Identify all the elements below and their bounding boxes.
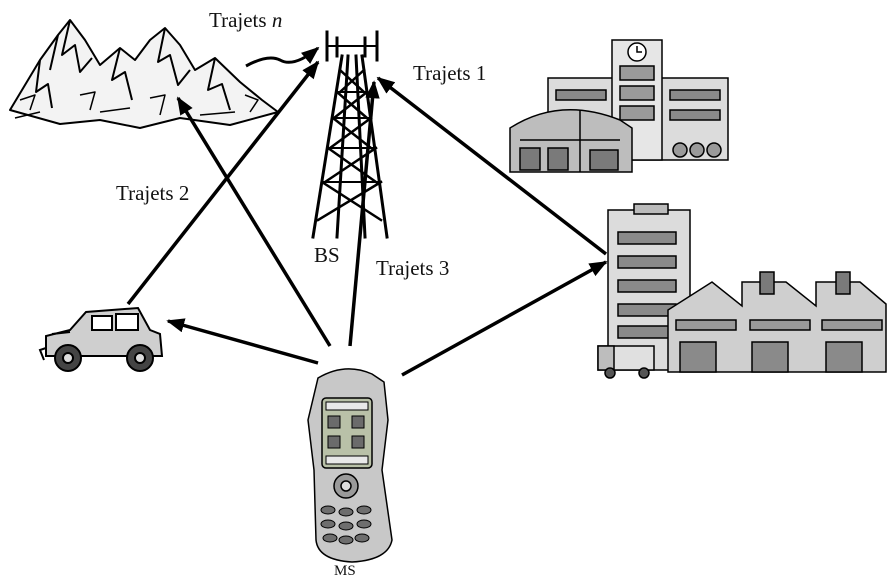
- mountains-illustration: [9, 19, 279, 129]
- path-arrow-ms-to-bs: [348, 80, 380, 347]
- path-arrow-ms-to-building: [401, 260, 608, 377]
- path-arrow-mountains-to-bs: [245, 46, 320, 68]
- base-station-tower-icon: [311, 30, 389, 239]
- propagation-paths: [126, 46, 608, 377]
- office-building-illustration: [509, 39, 729, 173]
- label-path-2: Trajets 2: [116, 181, 189, 205]
- label-bs: BS: [314, 243, 340, 267]
- factory-building-illustration: [597, 203, 887, 379]
- path-arrow-car-to-bs: [126, 60, 320, 306]
- mobile-phone-illustration: [307, 368, 393, 563]
- path-arrow-ms-to-car: [166, 318, 319, 365]
- path-arrow-ms-to-mountains: [176, 96, 332, 347]
- label-path-n: Trajets n: [209, 8, 282, 32]
- label-path-3: Trajets 3: [376, 256, 449, 280]
- path-arrow-building-to-bs: [376, 76, 608, 256]
- label-ms: MS: [334, 563, 356, 577]
- label-path-1: Trajets 1: [413, 61, 486, 85]
- car-illustration: [38, 306, 164, 372]
